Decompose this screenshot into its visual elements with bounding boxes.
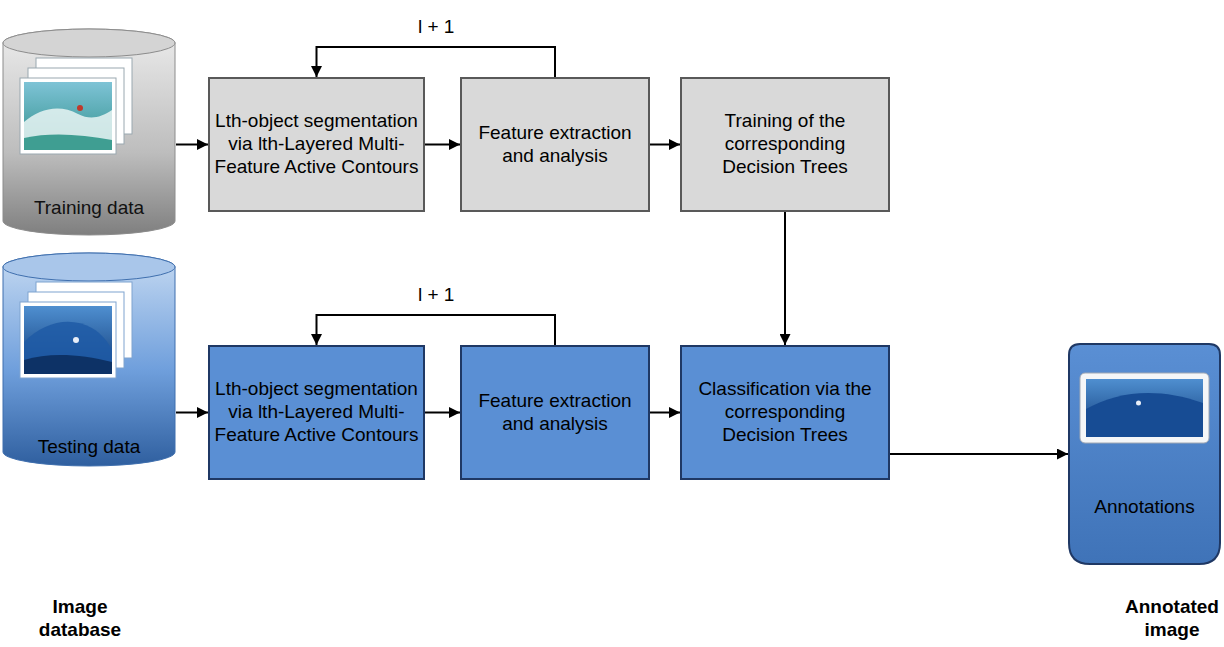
flow-arrow bbox=[650, 144, 680, 146]
flow-arrow bbox=[890, 453, 1068, 455]
output-document: Annotations bbox=[1068, 343, 1221, 565]
flow-arrow bbox=[425, 144, 460, 146]
flow-arrow bbox=[784, 212, 786, 345]
process-box: Training of the corresponding Decision T… bbox=[680, 77, 890, 212]
flow-arrow bbox=[176, 412, 208, 414]
node-text: Feature extraction and analysis bbox=[466, 390, 644, 436]
image-stack bbox=[20, 58, 132, 154]
node-text: Training of the corresponding Decision T… bbox=[686, 110, 884, 178]
flow-arrow bbox=[317, 315, 556, 345]
node-text: Feature extraction and analysis bbox=[466, 122, 644, 168]
process-box: Lth-object segmentation via lth-Layered … bbox=[208, 345, 425, 480]
database-cylinder: Training data bbox=[2, 28, 176, 236]
caption-label: Annotated image bbox=[1122, 596, 1222, 642]
node-text: Lth-object segmentation via lth-Layered … bbox=[214, 110, 419, 178]
database-cylinder: Testing data bbox=[2, 252, 176, 467]
flow-arrow bbox=[176, 144, 208, 146]
loop-label: l + 1 bbox=[416, 284, 456, 307]
flow-arrow bbox=[317, 47, 556, 77]
node-text: Annotations bbox=[1094, 496, 1194, 519]
node-text: Testing data bbox=[38, 436, 140, 459]
process-box: Feature extraction and analysis bbox=[460, 77, 650, 212]
process-box: Lth-object segmentation via lth-Layered … bbox=[208, 77, 425, 212]
node-text: Lth-object segmentation via lth-Layered … bbox=[214, 378, 419, 446]
node-text: Classification via the corresponding Dec… bbox=[686, 378, 884, 446]
annotated-picture bbox=[1080, 373, 1209, 443]
flow-arrow bbox=[425, 412, 460, 414]
node-text: Training data bbox=[34, 197, 144, 220]
process-box: Classification via the corresponding Dec… bbox=[680, 345, 890, 480]
process-box: Feature extraction and analysis bbox=[460, 345, 650, 480]
document-shape bbox=[1068, 343, 1221, 565]
image-stack bbox=[20, 282, 132, 378]
caption-label: Image database bbox=[15, 596, 145, 642]
loop-label: l + 1 bbox=[416, 16, 456, 39]
cylinder-shape bbox=[2, 252, 176, 467]
flow-arrow bbox=[650, 412, 680, 414]
